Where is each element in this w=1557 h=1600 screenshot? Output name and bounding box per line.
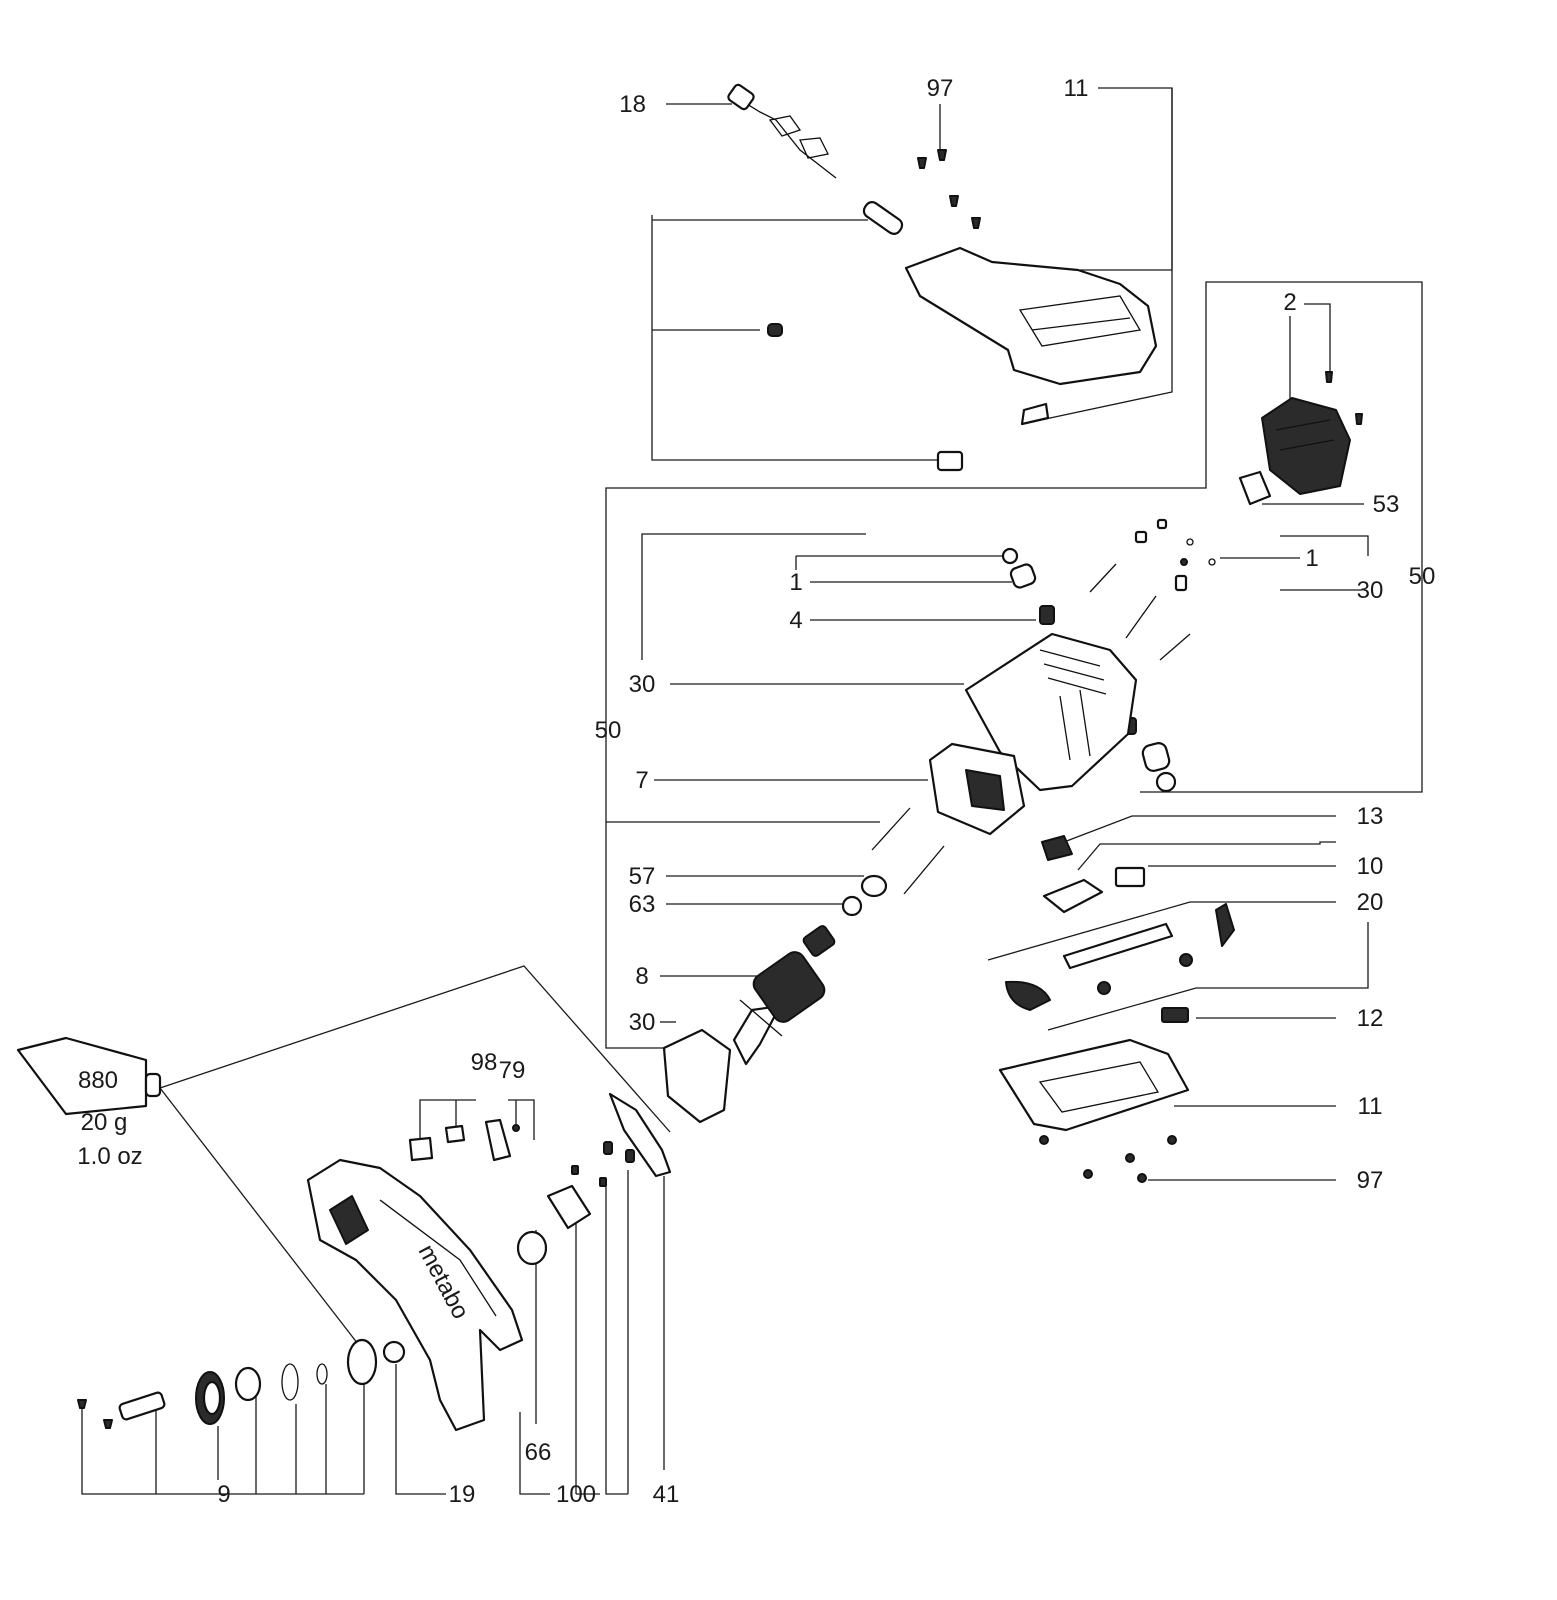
part-2-motor-cap xyxy=(1261,371,1363,495)
label-18: 18 xyxy=(619,91,646,118)
label-66: 66 xyxy=(525,1439,552,1466)
label-97-top: 97 xyxy=(927,75,954,102)
label-1-a: 1 xyxy=(789,569,802,596)
label-10: 10 xyxy=(1357,853,1384,880)
part-30-fan-guide xyxy=(662,1028,732,1124)
leader-lines xyxy=(81,87,1423,1495)
label-19: 19 xyxy=(449,1481,476,1508)
label-30-left: 30 xyxy=(629,671,656,698)
part-53-block xyxy=(1238,470,1272,506)
part-20-handle-parts xyxy=(1005,903,1235,1011)
label-53: 53 xyxy=(1373,491,1400,518)
part-7-field-coil xyxy=(871,742,1026,895)
label-30-right-b: 30 xyxy=(1357,577,1384,604)
part-number-labels: 18 97 11 2 53 1 30 50 1 4 30 50 7 13 10 … xyxy=(77,75,1435,1508)
part-13-switch xyxy=(1041,835,1073,861)
label-12: 12 xyxy=(1357,1005,1384,1032)
label-13: 13 xyxy=(1357,803,1384,830)
label-8: 8 xyxy=(635,963,648,990)
label-11-bottom: 11 xyxy=(1358,1093,1383,1120)
label-57: 57 xyxy=(629,863,656,890)
label-100: 100 xyxy=(556,1481,596,1508)
part-880-grease-tube xyxy=(16,1036,162,1116)
label-79: 79 xyxy=(499,1057,526,1084)
label-7: 7 xyxy=(635,767,648,794)
label-98: 98 xyxy=(471,1049,498,1076)
tube-weight-g: 20 g xyxy=(81,1109,128,1136)
part-63-ring xyxy=(841,895,863,917)
part-19-gear-housing: metabo xyxy=(306,1158,524,1432)
label-11-top: 11 xyxy=(1064,75,1089,102)
part-97-screws-top xyxy=(917,149,981,229)
part-11-top-cover xyxy=(904,246,1158,426)
part-18-cable xyxy=(727,83,964,472)
tube-weight-oz: 1.0 oz xyxy=(77,1143,142,1170)
label-4: 4 xyxy=(789,607,802,634)
tube-code-label: 880 xyxy=(78,1067,118,1094)
label-50-left: 50 xyxy=(595,717,622,744)
part-9-spindle-group xyxy=(77,1338,406,1429)
part-11-bottom-tray xyxy=(998,1038,1190,1183)
label-63: 63 xyxy=(629,891,656,918)
label-97-bottom: 97 xyxy=(1357,1167,1384,1194)
label-2: 2 xyxy=(1283,289,1296,316)
part-57-bearing xyxy=(860,874,888,898)
label-20: 20 xyxy=(1357,889,1384,916)
part-12-small-switch xyxy=(1161,1007,1189,1023)
label-41: 41 xyxy=(653,1481,680,1508)
label-1-right: 1 xyxy=(1305,545,1318,572)
part-98-79-small xyxy=(408,1118,520,1162)
label-50-right: 50 xyxy=(1409,563,1436,590)
part-66-ring xyxy=(516,1230,548,1266)
part-8-armature xyxy=(732,925,836,1066)
label-9: 9 xyxy=(217,1481,230,1508)
part-41-lever xyxy=(603,1092,672,1178)
part-10-electronics xyxy=(1042,866,1146,914)
part-30-motor-housing xyxy=(964,632,1138,792)
label-30-low: 30 xyxy=(629,1009,656,1036)
part-100-bracket xyxy=(546,1165,607,1230)
